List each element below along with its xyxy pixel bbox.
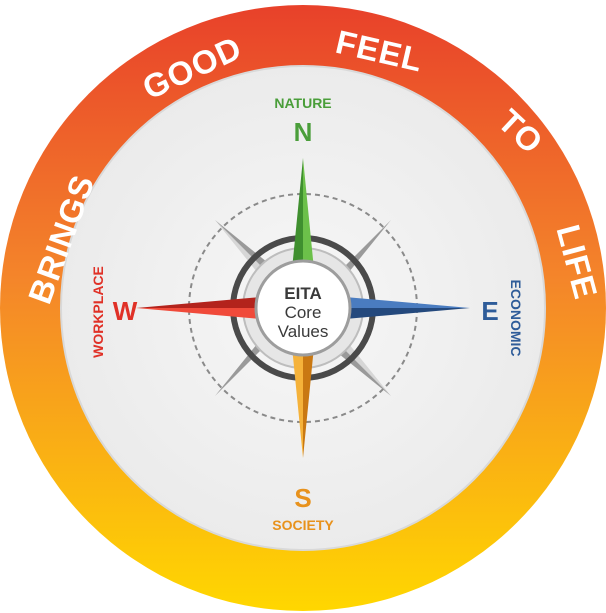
- west-word: WORKPLACE: [90, 266, 106, 358]
- north-word: NATURE: [274, 95, 331, 111]
- north-letter: N: [294, 117, 313, 147]
- center-subtitle-core: Core: [285, 303, 322, 322]
- east-word: ECONOMIC: [508, 280, 524, 357]
- hub-center: [254, 259, 352, 357]
- east-letter: E: [481, 296, 498, 326]
- center-subtitle-values: Values: [278, 322, 329, 341]
- south-word: SOCIETY: [272, 517, 334, 533]
- west-letter: W: [113, 296, 138, 326]
- center-title: EITA: [284, 284, 321, 303]
- south-letter: S: [294, 483, 311, 513]
